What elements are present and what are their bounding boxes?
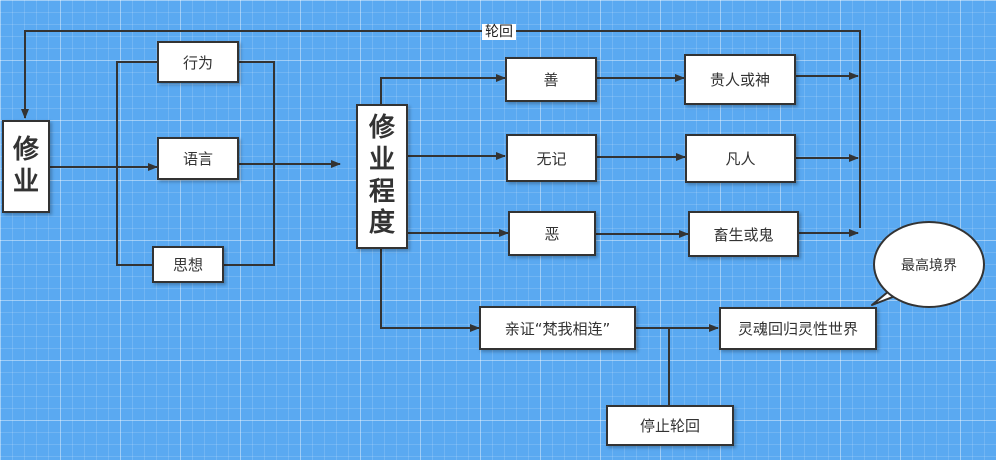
node-xiuye-text: 修业 xyxy=(13,134,40,197)
edge-to-qinzheng xyxy=(380,248,480,332)
bracket-left xyxy=(116,61,157,266)
node-linghun: 灵魂回归灵性世界 xyxy=(719,307,877,350)
node-xingwei: 行为 xyxy=(157,41,239,83)
node-e: 恶 xyxy=(508,211,596,256)
edge-to-shan xyxy=(380,74,506,105)
node-wuji: 无记 xyxy=(506,134,597,182)
node-yuyan: 语言 xyxy=(157,137,239,180)
edge-label-lunhui: 轮回 xyxy=(482,24,516,40)
node-chusheng: 畜生或鬼 xyxy=(688,211,799,257)
edge-lunhui-loop xyxy=(21,30,861,228)
node-xiuye-chengdu: 修业程度 xyxy=(356,104,408,249)
node-xiuye-chengdu-text: 修业程度 xyxy=(369,113,396,239)
node-qinzheng: 亲证“梵我相连” xyxy=(479,306,636,350)
node-tingzhi: 停止轮回 xyxy=(606,405,734,446)
node-sixiang: 思想 xyxy=(152,246,224,283)
node-xiuye: 修业 xyxy=(2,120,50,213)
node-shan: 善 xyxy=(505,57,597,102)
callout-text: 最高境界 xyxy=(901,257,957,274)
node-fanren: 凡人 xyxy=(685,134,796,183)
node-guiren: 贵人或神 xyxy=(684,54,796,105)
callout-zuigao-jingjie: 最高境界 xyxy=(873,221,985,308)
